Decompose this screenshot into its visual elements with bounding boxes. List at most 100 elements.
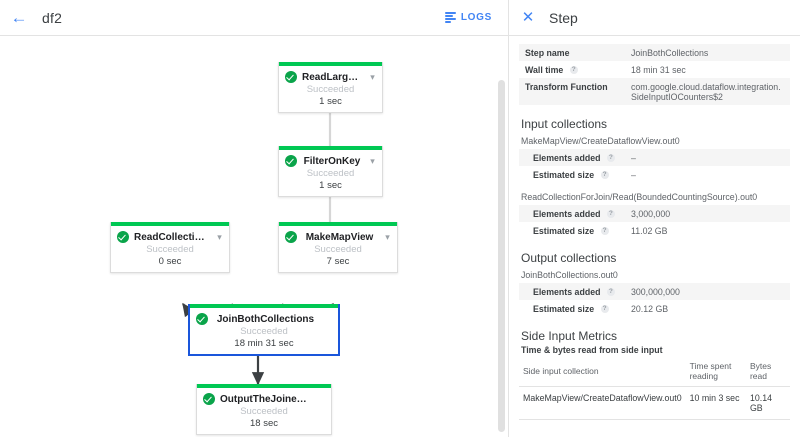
help-icon[interactable]: ? — [600, 227, 609, 236]
check-circle-icon — [117, 231, 129, 243]
row-value: JoinBothCollections — [631, 47, 709, 58]
chevron-down-icon[interactable]: ▾ — [370, 155, 375, 166]
node-status-bar — [111, 222, 229, 226]
row-key-label: Estimated size — [533, 225, 595, 236]
input-collection-table-0: Elements added ? – Estimated size ? – — [519, 149, 790, 183]
logs-button[interactable]: LOGS — [439, 8, 498, 27]
help-icon[interactable]: ? — [606, 288, 615, 297]
table-row: Elements added ? – — [519, 149, 790, 166]
graph-node-join-both-collections[interactable]: JoinBothCollections ▾ Succeeded 18 min 3… — [188, 304, 340, 356]
section-title-side-input-metrics: Side Input Metrics — [521, 329, 618, 343]
spacer — [519, 183, 790, 192]
table-row: Wall time ? 18 min 31 sec — [519, 61, 790, 78]
help-icon[interactable]: ? — [600, 305, 609, 314]
side-input-metrics-table: Side input collection Time spent reading… — [519, 359, 790, 420]
graph-node-read-large-collection[interactable]: ReadLargeCollectionFr... ▾ Succeeded 1 s… — [278, 62, 383, 113]
row-key-label: Estimated size — [533, 303, 595, 314]
chevron-down-icon[interactable]: ▾ — [217, 231, 222, 242]
chevron-down-icon[interactable]: ▾ — [370, 71, 375, 82]
row-key-label: Estimated size — [533, 169, 595, 180]
node-status: Succeeded — [306, 168, 355, 179]
check-circle-icon — [285, 71, 297, 83]
help-icon[interactable]: ? — [606, 210, 615, 219]
table-body: MakeMapView/CreateDataflowView.out0 10 m… — [519, 386, 790, 420]
node-header: ReadLargeCollectionFr... ▾ — [279, 66, 382, 83]
input-collection-table-1: Elements added ? 3,000,000 Estimated siz… — [519, 205, 790, 239]
node-time: 18 sec — [250, 418, 278, 429]
help-icon[interactable]: ? — [600, 171, 609, 180]
step-details-panel: ✕ Step Step name JoinBothCollections Wal… — [508, 0, 800, 437]
node-time: 18 min 31 sec — [234, 338, 294, 349]
row-key: Elements added ? — [519, 149, 625, 166]
step-panel-body: Step name JoinBothCollections Wall time … — [509, 36, 800, 437]
node-status: Succeeded — [240, 326, 288, 337]
chevron-down-icon[interactable]: ▾ — [385, 231, 390, 242]
step-panel-title: Step — [549, 9, 578, 26]
table-row: Transform Function com.google.cloud.data… — [519, 78, 790, 105]
check-circle-icon — [196, 313, 208, 325]
column-header: Bytes read — [745, 359, 790, 387]
graph-node-make-map-view[interactable]: MakeMapView ▾ Succeeded 7 sec — [278, 222, 398, 273]
row-value: 18 min 31 sec — [631, 64, 686, 75]
node-time: 7 sec — [326, 256, 350, 267]
node-title: JoinBothCollections — [216, 313, 315, 325]
job-graph-pane: ← df2 LOGS — [0, 0, 508, 437]
node-status: Succeeded — [146, 244, 194, 255]
row-value: 300,000,000 — [631, 286, 680, 297]
row-value: com.google.cloud.dataflow.integration. S… — [631, 81, 781, 102]
row-key: Estimated size ? — [519, 166, 625, 183]
cell-collection: MakeMapView/CreateDataflowView.out0 — [519, 386, 686, 420]
node-title: FilterOnKey — [303, 155, 361, 167]
step-panel-header: ✕ Step — [509, 0, 800, 36]
node-status-bar — [279, 146, 382, 150]
row-key-label: Wall time — [525, 64, 564, 75]
side-input-subtitle: Time & bytes read from side input — [521, 345, 663, 355]
node-time: 0 sec — [158, 256, 182, 267]
graph-node-read-collection-for-join[interactable]: ReadCollectionForJoin ▾ Succeeded 0 sec — [110, 222, 230, 273]
page-title: df2 — [42, 9, 63, 26]
back-arrow-icon[interactable]: ← — [10, 8, 28, 27]
logs-button-label: LOGS — [460, 12, 492, 23]
row-key: Elements added ? — [519, 283, 625, 300]
row-value: – — [631, 169, 636, 180]
help-icon[interactable]: ? — [606, 154, 615, 163]
node-status-bar — [279, 62, 382, 66]
table-row: Estimated size ? – — [519, 166, 790, 183]
row-key: Estimated size ? — [519, 222, 625, 239]
cell-bytes-read: 10.14 GB — [745, 386, 790, 420]
node-status-bar — [279, 222, 397, 226]
column-header: Time spent reading — [685, 359, 746, 387]
node-title: MakeMapView — [305, 231, 374, 243]
row-key-label: Elements added — [533, 286, 601, 297]
table-row: Estimated size ? 20.12 GB — [519, 300, 790, 317]
graph-canvas[interactable]: ReadLargeCollectionFr... ▾ Succeeded 1 s… — [0, 36, 508, 437]
table-row: Elements added ? 3,000,000 — [519, 205, 790, 222]
graph-node-filter-on-key[interactable]: FilterOnKey ▾ Succeeded 1 sec — [278, 146, 383, 197]
check-circle-icon — [285, 155, 297, 167]
row-key: Transform Function — [525, 81, 608, 92]
table-header: Side input collection Time spent reading… — [519, 359, 790, 387]
graph-vertical-scrollbar[interactable] — [498, 80, 505, 432]
row-key: Estimated size ? — [519, 300, 625, 317]
node-header: MakeMapView ▾ — [279, 226, 397, 243]
table-row: MakeMapView/CreateDataflowView.out0 10 m… — [519, 386, 790, 420]
table-row: Step name JoinBothCollections — [519, 44, 790, 61]
top-toolbar: ← df2 LOGS — [0, 0, 508, 36]
row-key: Elements added ? — [519, 205, 625, 222]
row-value: 11.02 GB — [631, 225, 668, 236]
graph-node-output-the-joined[interactable]: OutputTheJoinedCollec... ▾ Succeeded 18 … — [196, 384, 332, 435]
column-header: Side input collection — [519, 359, 686, 387]
node-status-bar — [197, 384, 331, 388]
close-icon[interactable]: ✕ — [521, 9, 535, 26]
node-header: FilterOnKey ▾ — [279, 150, 382, 167]
check-circle-icon — [285, 231, 297, 243]
row-value: 20.12 GB — [631, 303, 669, 314]
step-summary-table: Step name JoinBothCollections Wall time … — [519, 44, 790, 105]
row-value: 3,000,000 — [631, 208, 671, 219]
help-icon[interactable]: ? — [569, 66, 578, 75]
row-value: – — [631, 152, 636, 163]
node-status: Succeeded — [314, 244, 362, 255]
node-title: ReadLargeCollectionFr... — [302, 71, 362, 83]
check-circle-icon — [203, 393, 215, 405]
